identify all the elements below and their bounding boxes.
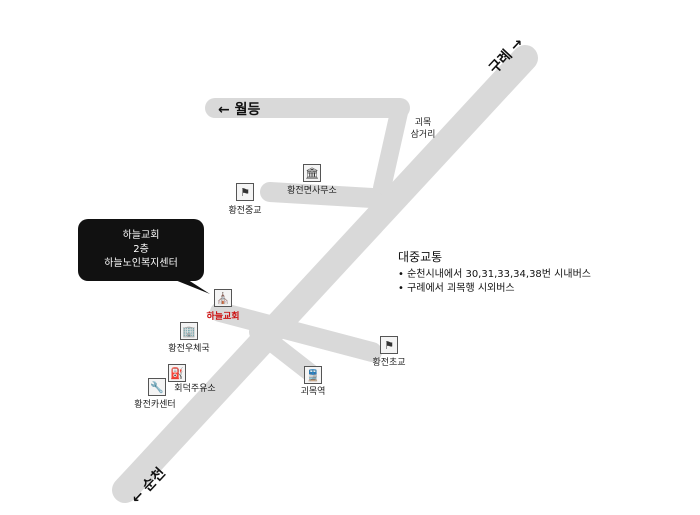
junction-label-line1: 괴목 — [414, 118, 432, 128]
transit-title: 대중교통 — [398, 250, 443, 264]
callout-line-3: 하늘노인복지센터 — [104, 258, 178, 269]
post-office-label: 황전우체국 — [168, 344, 210, 354]
school-flag-icon[interactable]: ⚑ — [236, 183, 254, 201]
road-station-branch — [249, 323, 321, 383]
road-office-branch — [260, 182, 382, 208]
transit-item-2: • 구례에서 괴목행 시외버스 — [398, 283, 515, 294]
callout-line-2: 2층 — [133, 244, 149, 255]
callout-line-1: 하늘교회 — [122, 230, 160, 241]
church-callout: 하늘교회 2층 하늘노인복지센터 — [78, 219, 204, 281]
church-label: 하늘교회 — [206, 312, 240, 322]
post-office-icon[interactable]: 🏢 — [180, 322, 198, 340]
gas-station-label: 회덕주유소 — [174, 384, 216, 394]
road-junction-branch — [373, 99, 409, 197]
road-label-woldeung: ← 월등 — [218, 102, 261, 118]
middle-school-label: 황전중교 — [228, 206, 262, 216]
elementary-school-label: 황전초교 — [372, 358, 406, 368]
junction-label-line2: 삼거리 — [410, 130, 436, 140]
school-flag-icon[interactable]: ⚑ — [380, 336, 398, 354]
repair-center-label: 황전카센터 — [134, 400, 176, 410]
wrench-icon[interactable]: 🔧 — [148, 378, 166, 396]
train-icon[interactable]: 🚆 — [304, 366, 322, 384]
village-office-label: 황전면사무소 — [287, 186, 337, 196]
church-icon[interactable]: ⛪ — [214, 289, 232, 307]
road-school-branch — [210, 302, 382, 362]
fuel-pump-icon[interactable]: ⛽ — [168, 364, 186, 382]
main-road-suncheon-gurye — [112, 45, 538, 503]
station-label: 괴목역 — [300, 387, 326, 397]
transit-info: 대중교통 • 순천시내에서 30,31,33,34,38번 시내버스 • 구례에… — [398, 250, 591, 296]
office-building-icon[interactable]: 🏛 — [303, 164, 321, 182]
transit-item-1: • 순천시내에서 30,31,33,34,38번 시내버스 — [398, 269, 591, 280]
